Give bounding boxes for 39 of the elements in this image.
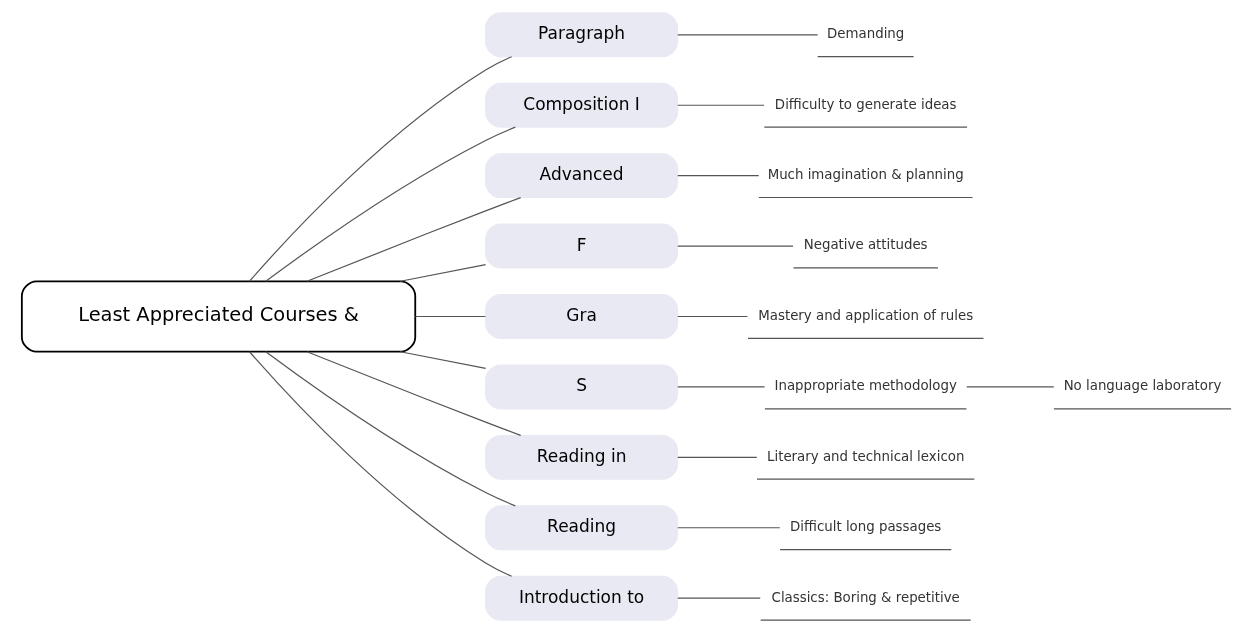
connector	[676, 597, 761, 599]
connector	[264, 126, 516, 282]
connector	[676, 386, 765, 388]
node-text: Much imagination & planning	[767, 167, 964, 183]
node-text: Mastery and application of rules	[757, 307, 973, 323]
node-box: Introduction to	[484, 575, 678, 621]
node-box: Reading	[484, 505, 678, 551]
node-box: Gra	[484, 294, 678, 339]
connector	[398, 351, 486, 370]
node-box: Paragraph	[484, 12, 678, 58]
node-text: Negative attitudes	[803, 237, 928, 253]
node-text: Demanding	[826, 26, 904, 42]
connector	[398, 263, 486, 282]
node-box: Reading in	[484, 434, 678, 480]
node-text: No language laboratory	[1063, 378, 1221, 394]
node-text: Difficult long passages	[789, 519, 941, 535]
connector	[965, 386, 1054, 388]
connector	[264, 351, 516, 507]
node-text: Literary and technical lexicon	[766, 448, 964, 464]
node-box: Composition I	[484, 82, 678, 128]
node-box: Least Appreciated Courses &	[20, 280, 416, 353]
node-text: Inappropriate methodology	[774, 378, 957, 394]
connector	[305, 197, 521, 282]
node-text: Classics: Boring & repetitive	[771, 589, 960, 605]
connector	[248, 56, 512, 282]
connector	[676, 456, 757, 458]
connector	[305, 351, 521, 436]
connector	[676, 175, 759, 177]
connector	[676, 34, 818, 36]
node-box: S	[484, 364, 678, 410]
connector	[676, 527, 780, 529]
node-text: Difficulty to generate ideas	[774, 96, 956, 112]
connector	[414, 315, 486, 318]
node-box: Advanced	[484, 153, 678, 199]
node-box: F	[484, 223, 678, 269]
connector	[676, 315, 748, 318]
connector	[676, 104, 765, 106]
connector	[248, 351, 512, 577]
connector	[676, 245, 794, 247]
